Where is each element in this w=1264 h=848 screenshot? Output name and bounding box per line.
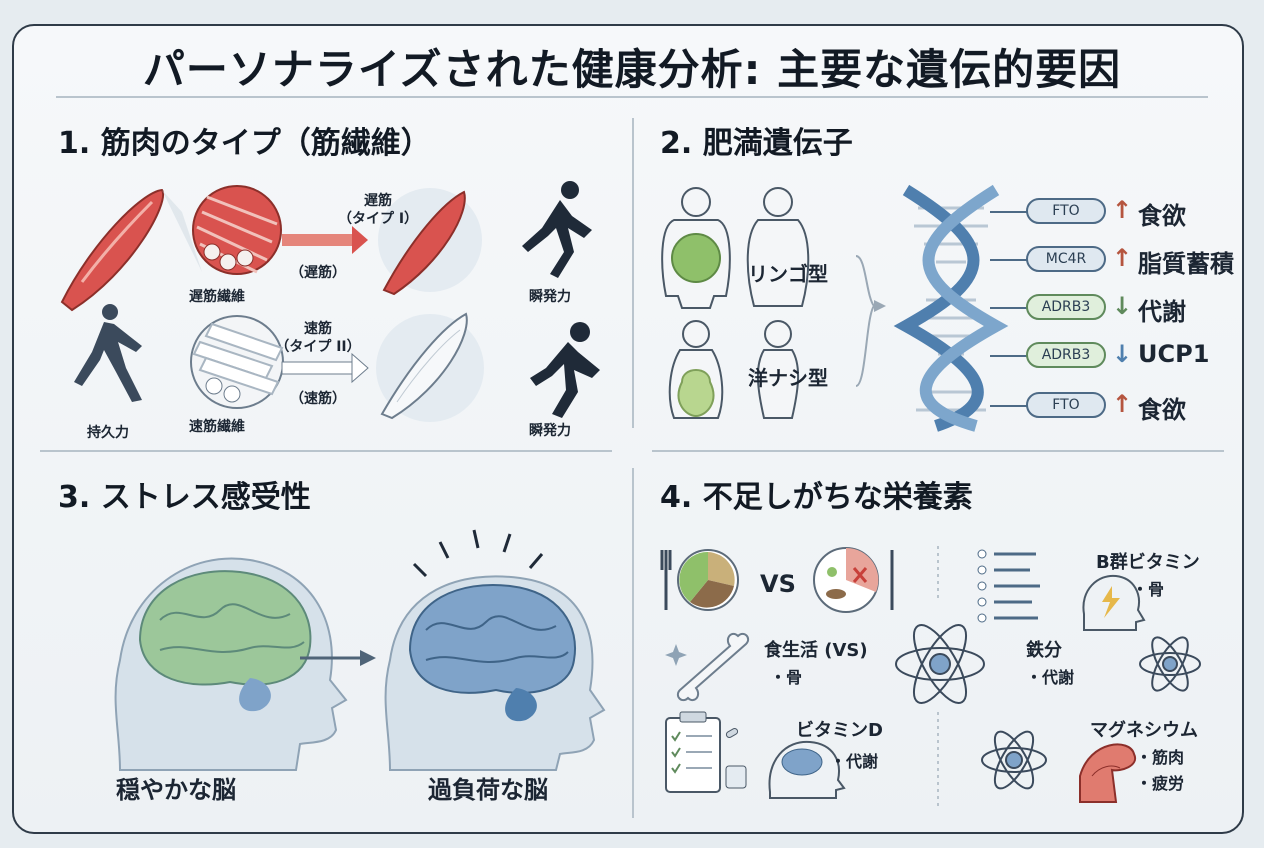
- horizontal-divider-right: [652, 450, 1224, 452]
- muscle-fiber-illustration: [60, 181, 600, 422]
- calm-head-icon: [114, 557, 348, 771]
- body-type-illustration: [661, 187, 886, 419]
- runner-woman-icon: [74, 304, 142, 402]
- gene-tag-fto-2: FTO: [1026, 392, 1106, 418]
- gene-tag-mc4r: MC4R: [1026, 246, 1106, 272]
- stress-section-heading: 3. ストレス感受性: [58, 480, 311, 515]
- apple-body-icon: [661, 187, 810, 309]
- vitamin-d-label: ビタミンD: [796, 720, 883, 741]
- head-brain-icon: [768, 740, 846, 799]
- endurance-label: 持久力: [87, 425, 129, 441]
- sprinter-dark-icon: [530, 322, 600, 418]
- overloaded-brain-label: 過負荷な脳: [428, 776, 548, 804]
- muscle-section-heading: 1. 筋肉のタイプ（筋繊維）: [58, 126, 431, 161]
- vs-label: VS: [760, 570, 796, 598]
- obesity-section-heading: 2. 肥満遺伝子: [660, 126, 853, 161]
- down-arrow-icon: ↓: [1112, 340, 1133, 368]
- title-divider: [56, 96, 1208, 98]
- vitamin-d-sub-label: ・代謝: [830, 752, 879, 771]
- fast-arrow-top-label: 速筋 （タイプ II）: [275, 321, 361, 355]
- atom-icon: [895, 624, 985, 704]
- slow-arrow-bottom-label: （遅筋）: [290, 265, 346, 281]
- slow-arrow-top-label: 遅筋 （タイプ I）: [337, 193, 419, 227]
- result-muscle-white-icon: [376, 312, 484, 422]
- unbalanced-plate-icon: [813, 547, 879, 613]
- checklist-bullets-icon: [977, 549, 987, 623]
- magnesium-label: マグネシウム: [1090, 720, 1198, 741]
- dna-helix-icon: [893, 184, 1009, 432]
- flexing-arm-icon: [1079, 743, 1137, 803]
- clipboard-icon: [665, 711, 747, 793]
- bracket-line: [855, 255, 876, 387]
- gene-effect-metabolism: 代謝: [1138, 298, 1186, 326]
- checklist-lines-icon: [994, 552, 1040, 620]
- overloaded-head-icon: [384, 529, 606, 771]
- right-arrow-icon: [300, 650, 376, 666]
- fast-fiber-arrow: [281, 352, 369, 384]
- fast-fiber-label: 速筋繊維: [189, 419, 245, 435]
- gene-effect-ucp1: UCP1: [1138, 340, 1210, 368]
- fast-fiber-bundle-icon: [190, 315, 284, 409]
- fast-result-label: 瞬発力: [529, 423, 571, 439]
- slow-result-label: 瞬発力: [529, 289, 571, 305]
- gene-effect-appetite-1: 食欲: [1138, 202, 1186, 230]
- nutrients-illustration: [660, 546, 1201, 810]
- bone-icon: [676, 632, 750, 702]
- b-vitamin-label: B群ビタミン: [1096, 552, 1200, 573]
- gene-connector-lines: [990, 211, 1030, 407]
- iron-label: 鉄分: [1026, 640, 1062, 661]
- up-arrow-icon: ↑: [1112, 390, 1133, 418]
- pear-type-label: 洋ナシ型: [748, 366, 828, 390]
- gene-tag-fto-1: FTO: [1026, 198, 1106, 224]
- up-arrow-icon: ↑: [1112, 196, 1133, 224]
- result-muscle-red-icon: [378, 188, 482, 296]
- magnesium-sub-fatigue: ・疲労: [1136, 774, 1185, 793]
- head-lightning-icon: [1082, 574, 1146, 631]
- down-arrow-icon: ↓: [1112, 292, 1133, 320]
- magnesium-sub-muscle: ・筋肉: [1136, 748, 1185, 767]
- brain-comparison-illustration: [114, 529, 606, 771]
- apple-type-label: リンゴ型: [748, 262, 828, 286]
- pear-body-icon: [668, 320, 800, 419]
- diet-sub-label: ・骨: [770, 668, 803, 687]
- diet-label: 食生活 (VS): [764, 640, 868, 661]
- balanced-plate-icon: [677, 549, 739, 611]
- atom-icon: [1139, 636, 1201, 692]
- fork-knife-icon: [660, 550, 894, 610]
- sparkle-icon: [665, 644, 687, 666]
- horizontal-divider-left: [40, 450, 612, 452]
- gene-tag-adrb3-1: ADRB3: [1026, 294, 1106, 320]
- atom-icon: [981, 730, 1047, 790]
- vertical-divider-bottom: [632, 468, 634, 818]
- b-vitamin-sub-label: ・骨: [1132, 580, 1165, 599]
- up-arrow-icon: ↑: [1112, 244, 1133, 272]
- vertical-divider-top: [632, 118, 634, 428]
- slow-fiber-bundle-icon: [192, 185, 282, 275]
- nutrients-section-heading: 4. 不足しがちな栄養素: [660, 480, 973, 515]
- calm-brain-label: 穏やかな脳: [116, 776, 236, 804]
- gene-effect-fat-storage: 脂質蓄積: [1138, 250, 1234, 278]
- page-title: パーソナライズされた健康分析: 主要な遺伝的要因: [142, 45, 1122, 94]
- slow-fiber-arrow: [282, 226, 368, 254]
- sprinter-silhouette-icon: [522, 181, 592, 278]
- gene-effect-appetite-2: 食欲: [1138, 396, 1186, 424]
- iron-sub-label: ・代謝: [1026, 668, 1075, 687]
- fast-arrow-bottom-label: （速筋）: [290, 391, 346, 407]
- slow-fiber-label: 遅筋繊維: [189, 289, 245, 305]
- red-muscle-icon: [60, 188, 202, 312]
- gene-tag-adrb3-2: ADRB3: [1026, 342, 1106, 368]
